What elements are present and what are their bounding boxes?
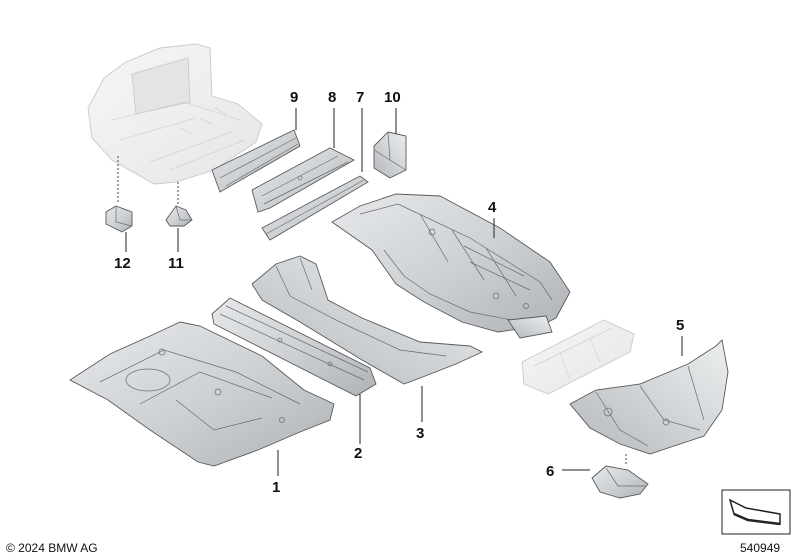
leader-lines xyxy=(125,108,683,476)
rear-body-section-ghost xyxy=(87,43,263,185)
part-3-floor-panel[interactable] xyxy=(251,255,484,385)
navigation-symbol xyxy=(721,489,791,535)
part-6-bracket[interactable] xyxy=(591,465,649,499)
part-9-rail[interactable] xyxy=(211,129,301,193)
callout-6: 6 xyxy=(546,463,554,480)
adjacent-part-ghost xyxy=(521,319,635,395)
callout-1: 1 xyxy=(272,479,280,496)
callout-10: 10 xyxy=(384,89,401,106)
callout-11: 11 xyxy=(168,255,184,272)
part-4-floor-pan[interactable] xyxy=(331,193,571,339)
part-8-rail[interactable] xyxy=(251,147,355,213)
copyright-text: © 2024 BMW AG xyxy=(6,541,98,555)
part-7-rail[interactable] xyxy=(261,175,369,241)
callout-3: 3 xyxy=(416,425,424,442)
callout-9: 9 xyxy=(290,89,298,106)
part-12-bracket[interactable] xyxy=(105,205,133,233)
callout-2: 2 xyxy=(354,445,362,462)
part-5-side-member[interactable] xyxy=(569,339,729,455)
callout-8: 8 xyxy=(328,89,336,106)
callout-7: 7 xyxy=(356,89,364,106)
callout-12: 12 xyxy=(114,255,131,272)
part-2-sill-rail[interactable] xyxy=(211,297,377,397)
callout-5: 5 xyxy=(676,317,684,334)
diagram-id: 540949 xyxy=(740,541,781,555)
callout-4: 4 xyxy=(488,199,497,216)
part-10-bracket[interactable] xyxy=(373,131,407,179)
part-1-front-floor-pan[interactable] xyxy=(69,321,335,467)
part-11-bracket[interactable] xyxy=(165,205,193,227)
